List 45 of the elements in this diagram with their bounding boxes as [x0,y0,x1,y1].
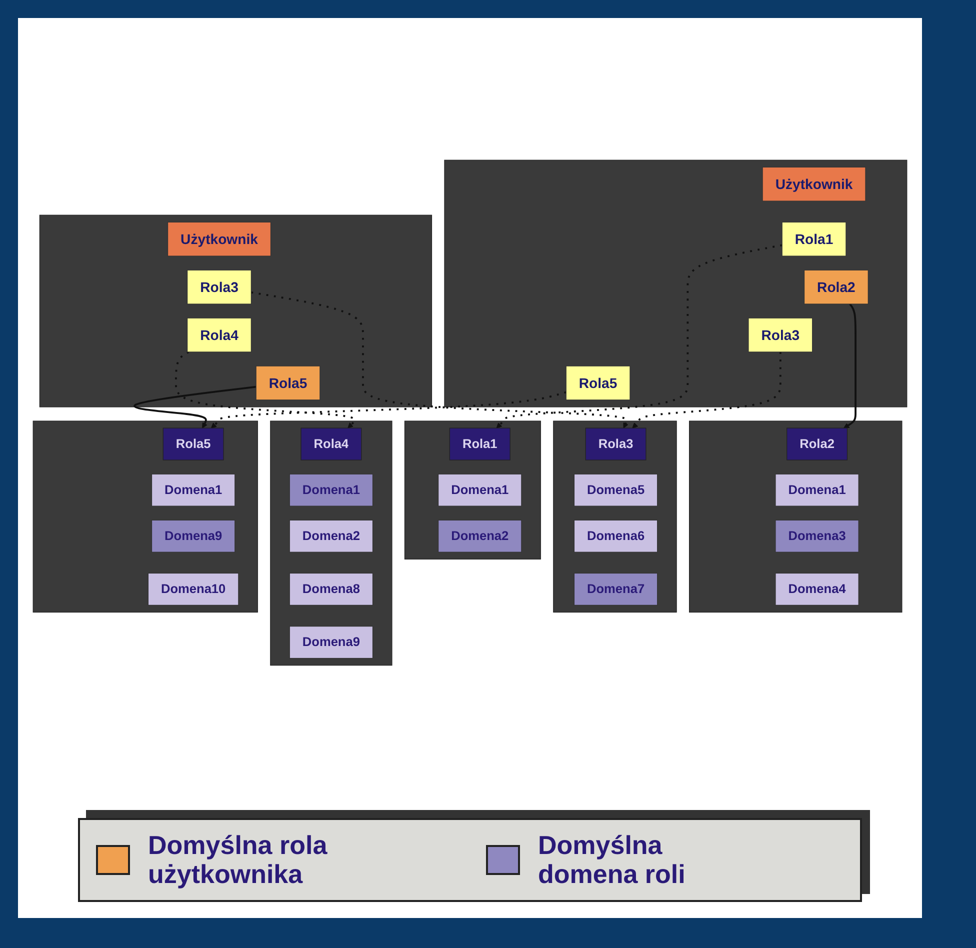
node-box: Rola5 [256,366,320,401]
node-box: Rola1 [782,222,846,257]
cluster [444,160,908,408]
legend-text: Domyślna rola użytkownika [148,831,328,889]
arrow [134,386,256,429]
node-box: Domena2 [289,520,374,553]
node-box: Domena2 [438,520,522,553]
node-box: Rola1 [449,428,510,461]
cluster [270,420,392,666]
node-box: Domena7 [574,573,658,606]
node-box: Domena1 [289,474,374,507]
node-box: Użytkownik [762,167,866,202]
arrow [496,244,782,429]
node-box: Użytkownik [167,222,272,257]
arrow [251,292,628,429]
arrow [632,352,782,429]
node-box: Rola3 [748,318,813,353]
node-box: Rola4 [186,318,252,353]
arrow [174,351,356,429]
node-box: Domena1 [151,474,236,507]
node-box: Domena4 [775,573,859,606]
node-box: Domena3 [775,520,859,553]
node-box: Domena5 [574,474,658,507]
node-box: Rola5 [162,428,224,461]
cluster [39,215,432,408]
cluster [32,420,258,613]
node-box: Domena8 [289,573,374,606]
arrow [210,392,566,429]
legend-text: Domyślna domena roli [538,831,686,889]
node-box: Domena10 [148,573,239,606]
node-box: Domena6 [574,520,658,553]
cluster [689,420,902,613]
node-box: Rola4 [300,428,362,461]
arrow [844,304,856,429]
node-box: Rola2 [786,428,848,461]
node-box: Rola3 [186,270,252,305]
cluster [553,420,677,613]
node-box: Domena9 [151,520,236,553]
node-box: Domena9 [289,626,374,659]
node-box: Rola3 [585,428,646,461]
node-box: Domena1 [775,474,859,507]
node-box: Rola5 [566,366,630,401]
node-box: Domena1 [438,474,522,507]
node-box: Rola2 [804,270,868,305]
cluster [404,420,541,560]
